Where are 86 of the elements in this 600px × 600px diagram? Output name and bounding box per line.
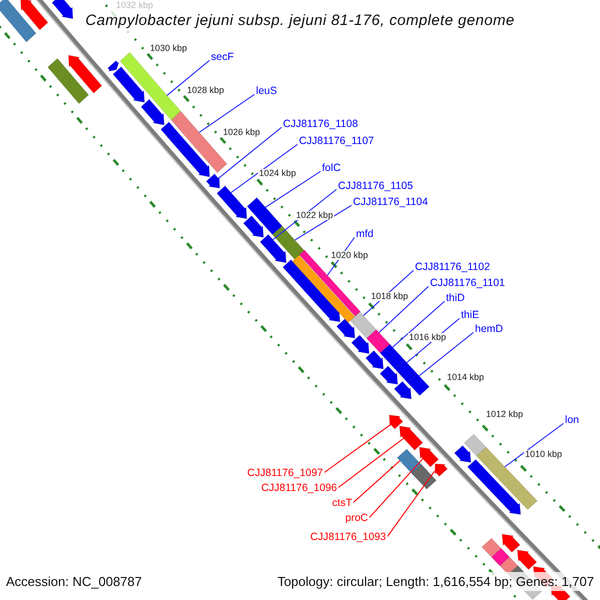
leader-line: [418, 332, 474, 376]
gene-block: [68, 54, 102, 94]
leader-line: [198, 94, 255, 133]
gene-block: [394, 381, 412, 400]
gene-label: CJJ81176_1108: [283, 118, 358, 130]
scale-label: 1018 kbp: [370, 292, 410, 300]
gene-label: hemD: [475, 323, 504, 335]
gene-label: CJJ81176_1093: [310, 531, 386, 543]
scale-label: 1024 kbp: [258, 168, 298, 178]
gene-block: [120, 52, 182, 120]
gene-block: [467, 459, 521, 515]
gene-block: [272, 226, 306, 260]
gene-block: [0, 0, 36, 42]
gene-block: [140, 98, 165, 126]
gene-label: CJJ81176_1101: [430, 277, 505, 289]
gene-block: [243, 215, 264, 238]
leader-line: [230, 144, 298, 194]
gene-block: [491, 548, 510, 566]
gene-label: leuS: [256, 85, 278, 97]
gene-block: [481, 538, 502, 558]
leader-line: [387, 470, 435, 537]
gene-block: [351, 334, 370, 354]
leader-line: [294, 204, 352, 241]
leader-line: [378, 286, 429, 334]
leader-line: [264, 170, 321, 208]
leader-line: [218, 126, 282, 179]
gene-label: secF: [211, 51, 234, 63]
gene-label: CJJ81176_1104: [353, 196, 428, 208]
gene-label: proC: [345, 512, 368, 524]
gene-block: [365, 350, 384, 370]
gene-block: [107, 60, 120, 72]
leader-line: [324, 424, 392, 473]
scale-label: 1030 kbp: [149, 44, 188, 52]
gene-block: [52, 0, 74, 20]
scale-label: 1014 kbp: [446, 372, 486, 382]
gene-block: [454, 445, 472, 463]
gene-label: mfd: [356, 228, 374, 240]
gene-label: folC: [322, 162, 341, 174]
gene-block: [464, 434, 487, 456]
scale-label: 1032 kbp: [115, 0, 154, 10]
gene-block: [160, 122, 210, 178]
leader-line: [504, 422, 564, 468]
gene-block: [406, 373, 430, 396]
gene-label: CJJ81176_1105: [338, 180, 413, 192]
scale-label: 1028 kbp: [186, 86, 226, 94]
gene-label: CJJ81176_1107: [299, 135, 374, 147]
gene-block: [380, 366, 398, 385]
gene-block: [419, 446, 439, 468]
leader-line: [369, 458, 424, 518]
gene-block: [47, 58, 90, 104]
gene-label: CJJ81176_1102: [415, 261, 490, 273]
gene-block: [394, 360, 418, 383]
gene-block: [499, 556, 518, 575]
gene-block: [112, 66, 145, 103]
gene-label: CJJ81176_1097: [247, 467, 323, 479]
gene-label: CJJ81176_1096: [261, 482, 337, 494]
gene-block: [20, 0, 48, 30]
scale-label: 1026 kbp: [222, 128, 262, 136]
gene-block: [350, 311, 377, 339]
leader-line: [166, 60, 210, 96]
gene-label: ctsT: [332, 497, 352, 509]
gene-block: [206, 173, 220, 188]
gene-block: [282, 259, 340, 322]
gene-label: thiD: [446, 292, 465, 304]
leader-line: [353, 460, 400, 503]
gene-block: [388, 414, 404, 430]
gene-block: [336, 318, 356, 338]
scale-label: 1012 kbp: [485, 410, 524, 418]
gene-block: [516, 550, 538, 570]
gene-block: [246, 197, 283, 236]
leader-line: [392, 300, 445, 348]
leader-line: [338, 438, 404, 488]
scale-label: 1022 kbp: [295, 210, 334, 220]
gene-block: [399, 426, 424, 450]
gene-block: [216, 185, 248, 220]
scale-label: 1016 kbp: [408, 332, 448, 342]
gene-block: [260, 234, 287, 264]
scale-label: 1020 kbp: [330, 250, 370, 260]
gene-block: [380, 344, 406, 370]
gene-block: [434, 464, 448, 477]
scale-label: 1010 kbp: [524, 450, 564, 458]
gene-label: thiE: [461, 309, 480, 321]
gene-block: [502, 534, 520, 553]
gene-label: lon: [565, 414, 580, 426]
gene-block: [366, 329, 390, 354]
gene-block: [411, 464, 437, 490]
